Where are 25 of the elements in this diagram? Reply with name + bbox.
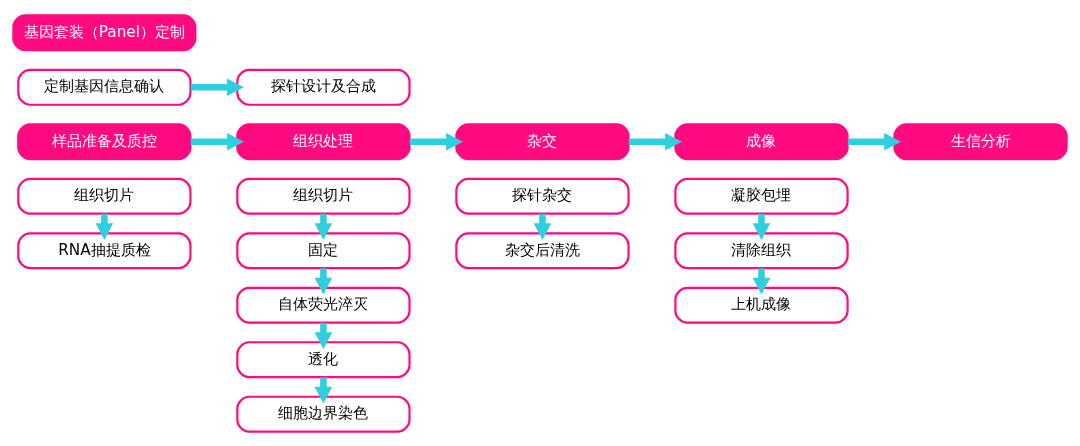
node-box: 基因套装（Panel）定制 xyxy=(12,13,197,51)
node-box: 组织切片 xyxy=(236,177,411,215)
node-box: 透化 xyxy=(236,340,411,378)
node-box: 凝胶包埋 xyxy=(674,177,849,215)
node-box: 细胞边界染色 xyxy=(236,395,411,433)
arrow xyxy=(847,132,902,151)
node-box: 组织切片 xyxy=(17,177,192,215)
node-box: 自体荧光淬灭 xyxy=(236,286,411,324)
arrow xyxy=(190,77,244,96)
node-box: 清除组织 xyxy=(674,231,849,269)
arrow xyxy=(409,132,463,151)
node-box: 探针设计及合成 xyxy=(236,68,411,106)
node-box: 成像 xyxy=(674,122,849,160)
node-box: RNA抽提质检 xyxy=(17,231,192,269)
node-box: 定制基因信息确认 xyxy=(17,68,192,106)
node-box: 固定 xyxy=(236,231,411,269)
node-box: 组织处理 xyxy=(236,122,411,160)
arrow xyxy=(628,132,683,151)
node-box: 上机成像 xyxy=(674,286,849,324)
arrow xyxy=(190,132,244,151)
node-box: 杂交后清洗 xyxy=(455,231,630,269)
node-box: 探针杂交 xyxy=(455,177,630,215)
node-box: 样品准备及质控 xyxy=(17,122,192,160)
node-box: 杂交 xyxy=(455,122,630,160)
node-box: 生信分析 xyxy=(893,122,1068,160)
